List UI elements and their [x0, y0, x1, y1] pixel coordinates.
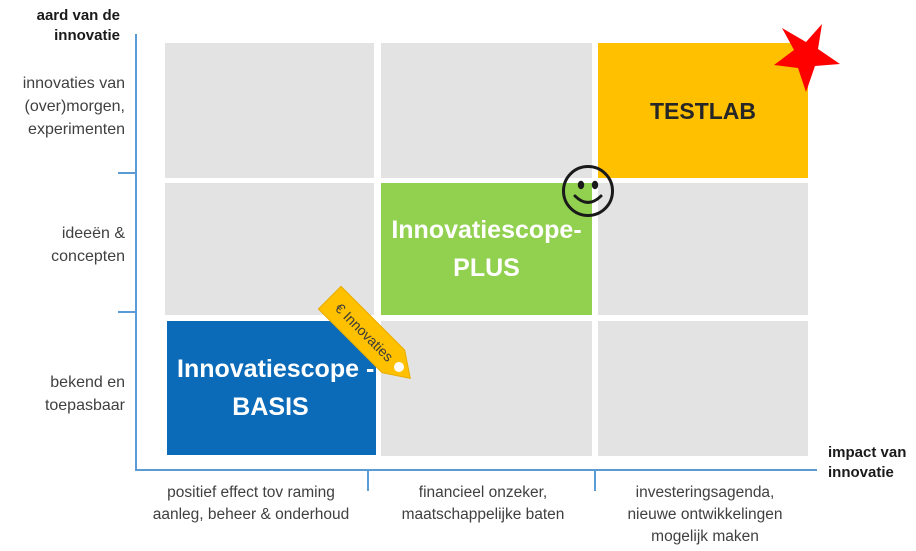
y-axis-tick [118, 172, 135, 174]
y-axis-line [135, 34, 137, 471]
y-level-known: bekend en toepasbaar [0, 371, 125, 417]
plus-label-line2: PLUS [453, 254, 520, 282]
x-axis-title-line: innovatie [828, 464, 894, 481]
x-level-financial: financieel onzeker, maatschappelijke bat… [378, 482, 588, 526]
x-level-investment: investeringsagenda, nieuwe ontwikkelinge… [600, 482, 810, 548]
testlab-block: TESTLAB [598, 43, 808, 178]
x-axis-tick [594, 471, 596, 491]
y-axis-title-line: innovatie [54, 27, 120, 44]
innovatiescope-plus-block: Innovatiescope- PLUS [381, 183, 592, 315]
innovaties-price-tag: € Innovaties [316, 284, 425, 393]
x-axis-tick [367, 471, 369, 491]
x-axis-title: impact van innovatie [828, 443, 916, 483]
plus-label-line1: Innovatiescope- [391, 216, 582, 244]
red-star-icon [774, 24, 840, 92]
y-axis-title: aard van de innovatie [20, 6, 120, 46]
x-level-line: mogelijk maken [651, 528, 759, 545]
x-level-line: positief effect tov raming [167, 484, 335, 501]
y-level-line: experimenten [28, 121, 125, 138]
x-level-line: aanleg, beheer & onderhoud [152, 506, 350, 523]
smiley-face-icon [562, 165, 614, 217]
grid-cell [165, 43, 374, 178]
x-axis-line [135, 469, 817, 471]
basis-label-line2: BASIS [232, 393, 309, 421]
y-level-ideas: ideeën & concepten [0, 222, 125, 268]
y-level-line: toepasbaar [44, 397, 125, 414]
x-level-line: nieuwe ontwikkelingen [627, 506, 783, 523]
y-level-line: concepten [51, 248, 125, 265]
y-level-line: ideeën & [61, 225, 125, 242]
x-level-line: investeringsagenda, [635, 484, 775, 501]
price-tag-shape [317, 285, 411, 379]
x-level-positive-effect: positief effect tov raming aanleg, behee… [126, 482, 376, 526]
grid-cell [381, 321, 592, 456]
y-level-line: bekend en [50, 374, 125, 391]
grid-cell [381, 43, 592, 178]
y-level-line: (over)morgen, [24, 98, 125, 115]
grid-cell [598, 321, 808, 456]
innovatiescope-basis-block: Innovatiescope - BASIS [167, 321, 376, 455]
y-level-line: innovaties van [22, 75, 125, 92]
grid-cell [598, 183, 808, 315]
y-axis-title-line: aard van de [36, 7, 120, 24]
testlab-label: TESTLAB [649, 97, 757, 124]
basis-label-line1: Innovatiescope - [177, 355, 375, 383]
y-level-experiments: innovaties van (over)morgen, experimente… [0, 72, 125, 141]
y-axis-tick [118, 311, 135, 313]
x-level-line: financieel onzeker, [418, 484, 548, 501]
x-axis-title-line: impact van [828, 444, 907, 461]
x-level-line: maatschappelijke baten [401, 506, 565, 523]
